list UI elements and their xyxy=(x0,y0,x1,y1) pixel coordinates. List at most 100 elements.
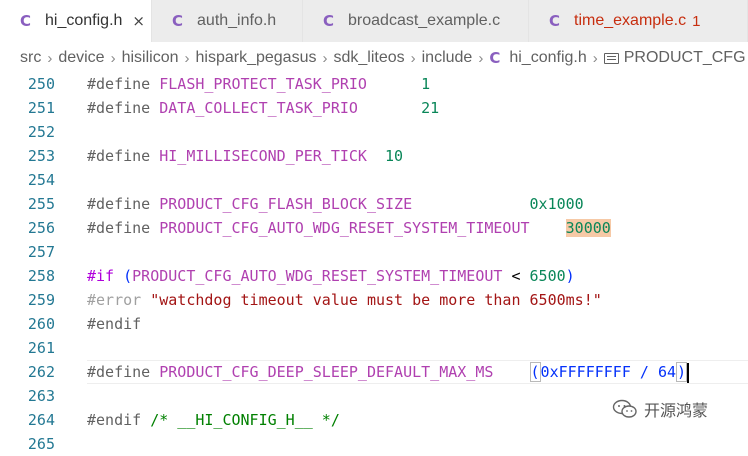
breadcrumb-item-src[interactable]: src xyxy=(20,49,42,66)
code-token: 0x1000 xyxy=(529,195,584,213)
breadcrumb-item-symbol[interactable]: PRODUCT_CFG xyxy=(623,49,746,66)
breadcrumb-item-device[interactable]: device xyxy=(58,49,105,66)
c-file-icon: C xyxy=(323,12,335,30)
line-code: #endif /* __HI_CONFIG_H__ */ xyxy=(87,408,340,432)
line-number: 257 xyxy=(27,243,55,261)
line-number: 261 xyxy=(27,339,55,357)
line-code: #define PRODUCT_CFG_AUTO_WDG_RESET_SYSTE… xyxy=(87,216,611,240)
code-token: #if xyxy=(87,267,124,285)
close-icon[interactable]: × xyxy=(132,12,145,30)
line-code: #if (PRODUCT_CFG_AUTO_WDG_RESET_SYSTEM_T… xyxy=(87,264,575,288)
symbol-constant-icon xyxy=(603,52,619,64)
chevron-right-icon: › xyxy=(410,49,416,67)
text-cursor xyxy=(687,362,690,383)
code-token: #define xyxy=(87,195,160,213)
line-number: 262 xyxy=(27,363,55,381)
code-token: PRODUCT_CFG_FLASH_BLOCK_SIZE xyxy=(159,195,413,213)
code-token: ) xyxy=(565,267,575,285)
code-token: /* __HI_CONFIG_H__ */ xyxy=(150,411,340,429)
code-line[interactable]: 262 #define PRODUCT_CFG_DEEP_SLEEP_DEFAUL… xyxy=(0,360,748,384)
c-file-icon: C xyxy=(549,12,561,30)
code-line[interactable]: 255#define PRODUCT_CFG_FLASH_BLOCK_SIZE … xyxy=(0,192,748,216)
code-token xyxy=(367,75,421,93)
code-line[interactable]: 252 xyxy=(0,120,748,144)
code-token xyxy=(367,147,385,165)
problem-count-badge: 1 xyxy=(692,12,701,30)
code-token: "watchdog timeout value must be more tha… xyxy=(150,291,602,309)
line-number: 264 xyxy=(27,411,55,429)
line-code: #error "watchdog timeout value must be m… xyxy=(87,288,602,312)
current-line-highlight xyxy=(87,360,748,384)
code-token xyxy=(493,363,529,381)
code-token xyxy=(358,99,421,117)
code-line[interactable]: 256 #define PRODUCT_CFG_AUTO_WDG_RESET_SY… xyxy=(0,216,748,240)
breadcrumb-item-hisilicon[interactable]: hisilicon xyxy=(121,49,179,66)
line-number: 256 xyxy=(27,219,55,237)
watermark-text: 开源鸿蒙 xyxy=(644,401,709,420)
line-code: #define PRODUCT_CFG_DEEP_SLEEP_DEFAULT_M… xyxy=(87,360,690,384)
tab-auth-info-h[interactable]: C auth_info.h xyxy=(152,0,303,42)
code-token: 30000 xyxy=(565,219,611,237)
code-line[interactable]: 261 xyxy=(0,336,748,360)
code-token: 0xFFFFFFFF / 64 xyxy=(540,363,677,381)
code-token: < xyxy=(502,267,530,285)
code-token: ( xyxy=(123,267,133,285)
chevron-right-icon: › xyxy=(592,49,598,67)
wechat-icon xyxy=(612,399,637,418)
line-code: #define PRODUCT_CFG_FLASH_BLOCK_SIZE 0x1… xyxy=(87,192,584,216)
code-token: #define xyxy=(87,363,160,381)
chevron-right-icon: › xyxy=(110,49,116,67)
code-token: ) xyxy=(676,362,688,382)
code-token: #error xyxy=(87,291,151,309)
code-token xyxy=(530,219,566,237)
breadcrumb-item-hispark-pegasus[interactable]: hispark_pegasus xyxy=(195,49,317,66)
code-line[interactable]: 260 #endif xyxy=(0,312,748,336)
code-line[interactable]: 265 xyxy=(0,432,748,456)
line-code: #define DATA_COLLECT_TASK_PRIO 21 xyxy=(87,96,439,120)
line-number: 251 xyxy=(27,99,55,117)
line-code: #define HI_MILLISECOND_PER_TICK 10 xyxy=(87,144,403,168)
c-file-icon: C xyxy=(20,12,32,30)
watermark: 开源鸿蒙 xyxy=(612,397,708,421)
code-token: #define xyxy=(87,75,160,93)
tab-broadcast-example-c[interactable]: C broadcast_example.c xyxy=(303,0,529,42)
tab-label: broadcast_example.c xyxy=(348,12,501,29)
breadcrumb-item-include[interactable]: include xyxy=(421,49,473,66)
code-editor[interactable]: 250 #define FLASH_PROTECT_TASK_PRIO 1 251 #… xyxy=(0,72,748,453)
code-token: #endif xyxy=(87,411,151,429)
c-file-icon: C xyxy=(172,12,184,30)
code-line[interactable]: 253 #define HI_MILLISECOND_PER_TICK 10 xyxy=(0,144,748,168)
code-line[interactable]: 254 xyxy=(0,168,748,192)
code-line[interactable]: 258 #if (PRODUCT_CFG_AUTO_WDG_RESET_SYSTE… xyxy=(0,264,748,288)
code-line[interactable]: 263 xyxy=(0,384,748,408)
breadcrumb: src › device › hisilicon › hispark_pegas… xyxy=(0,42,748,74)
code-line[interactable]: 264 #endif /* __HI_CONFIG_H__ */ xyxy=(0,408,748,432)
line-number: 260 xyxy=(27,315,55,333)
tab-hi-config-h[interactable]: C hi_config.h × xyxy=(0,0,152,42)
chevron-right-icon: › xyxy=(322,49,328,67)
line-number: 254 xyxy=(27,171,55,189)
code-token: 1 xyxy=(421,75,431,93)
chevron-right-icon: › xyxy=(47,49,53,67)
chevron-right-icon: › xyxy=(184,49,190,67)
code-token: PRODUCT_CFG_AUTO_WDG_RESET_SYSTEM_TIMEOU… xyxy=(159,219,530,237)
breadcrumb-item-file[interactable]: hi_config.h xyxy=(509,49,587,66)
tab-time-example-c[interactable]: C time_example.c 1 xyxy=(529,0,748,42)
line-number: 253 xyxy=(27,147,55,165)
breadcrumb-item-sdk-liteos[interactable]: sdk_liteos xyxy=(333,49,405,66)
code-token: ( xyxy=(529,362,541,382)
code-token: FLASH_PROTECT_TASK_PRIO xyxy=(159,75,367,93)
code-line[interactable]: 250 #define FLASH_PROTECT_TASK_PRIO 1 xyxy=(0,72,748,96)
tab-label: auth_info.h xyxy=(197,12,277,29)
tab-bar: C hi_config.h × C auth_info.h C broadcas… xyxy=(0,0,748,42)
code-line[interactable]: 257 xyxy=(0,240,748,264)
code-token: #define xyxy=(87,99,160,117)
code-token: 6500 xyxy=(529,267,566,285)
code-token: #define xyxy=(87,147,160,165)
code-line[interactable]: 251 #define DATA_COLLECT_TASK_PRIO 21 xyxy=(0,96,748,120)
code-line[interactable]: 259#error "watchdog timeout value must b… xyxy=(0,288,748,312)
line-number: 250 xyxy=(27,75,55,93)
code-token: #endif xyxy=(87,315,142,333)
chevron-right-icon: › xyxy=(478,49,484,67)
line-number: 258 xyxy=(27,267,55,285)
